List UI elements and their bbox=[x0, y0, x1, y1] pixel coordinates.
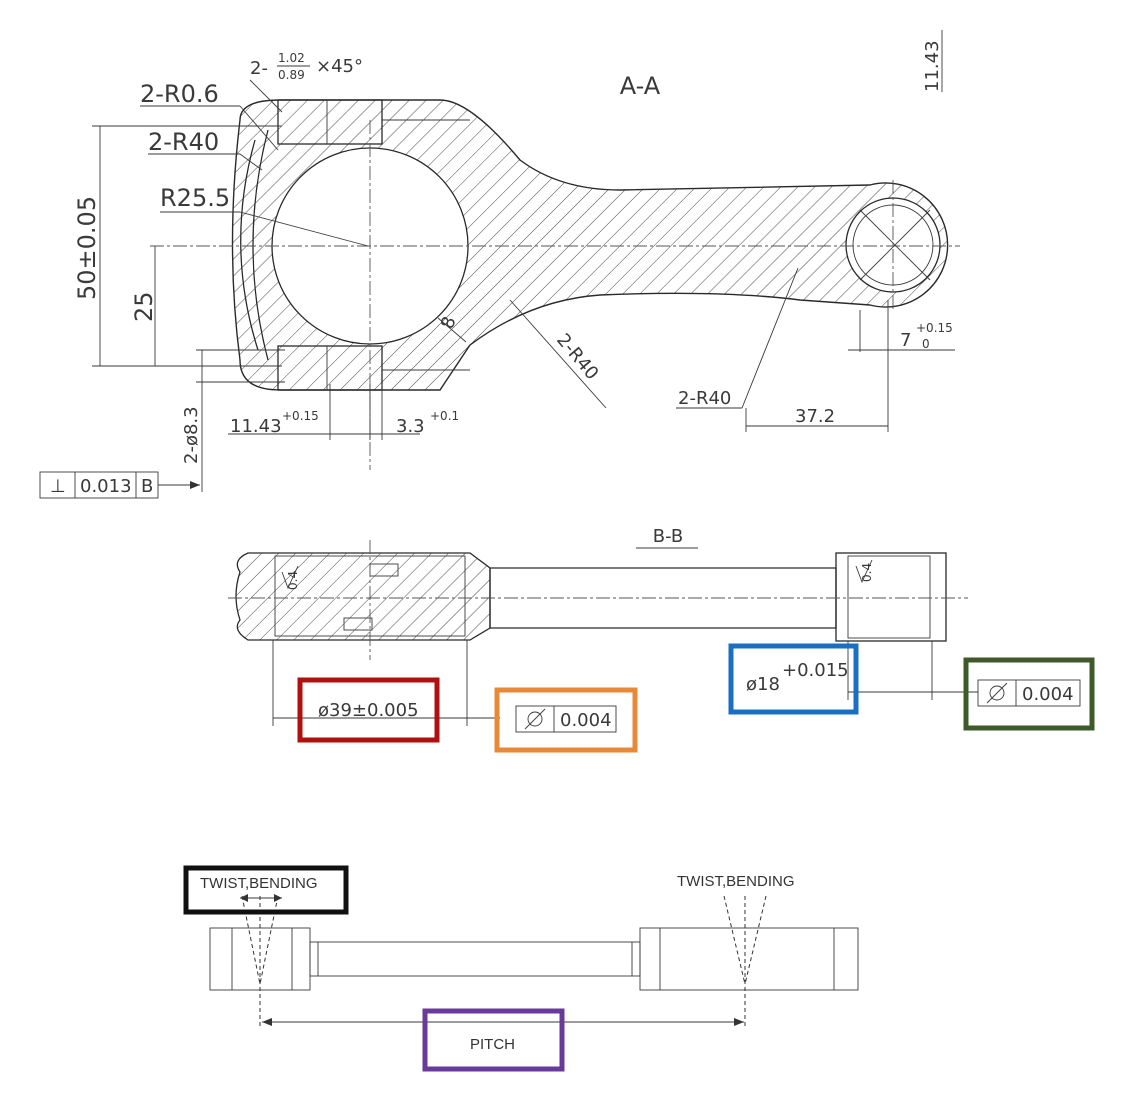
dim-small-bore-base: ø18 bbox=[746, 674, 780, 695]
bolt-slot-top bbox=[277, 99, 383, 145]
highlight-pitch bbox=[422, 1008, 565, 1072]
highlight-small-bore bbox=[728, 643, 859, 715]
dim-top-right: 11.43 bbox=[922, 40, 943, 92]
cyl-small-value: 0.004 bbox=[1022, 684, 1074, 705]
dim-small-end-upper: +0.15 bbox=[916, 321, 953, 335]
dim-bolt-dia: 2-ø8.3 bbox=[181, 406, 202, 464]
dim-r40-left: 2-R40 bbox=[148, 128, 219, 156]
dim-d1143-tol: +0.15 bbox=[282, 409, 319, 423]
chamfer-suffix: ×45° bbox=[316, 56, 363, 77]
roughness-right: 0.4 bbox=[860, 563, 874, 582]
chamfer-upper: 1.02 bbox=[278, 51, 305, 65]
highlight-cyl-small bbox=[963, 657, 1095, 731]
bb-big-end bbox=[235, 552, 491, 641]
dim-half: 25 bbox=[130, 291, 158, 322]
cyl-big-value: 0.004 bbox=[560, 710, 612, 731]
dim-r255: R25.5 bbox=[160, 184, 230, 212]
dim-len-372: 37.2 bbox=[795, 406, 835, 427]
highlight-cyl-big bbox=[494, 687, 638, 753]
dim-d1143-base: 11.43 bbox=[230, 416, 282, 437]
dim-big-bore: ø39±0.005 bbox=[318, 700, 419, 721]
dim-r40-right: 2-R40 bbox=[678, 388, 731, 409]
dim-r06: 2-R0.6 bbox=[140, 80, 219, 108]
side-view: TWIST,BENDING TWIST,BENDING PITCH bbox=[183, 865, 859, 1072]
label-pitch: PITCH bbox=[470, 1036, 515, 1053]
dim-small-end-lower: 0 bbox=[922, 337, 930, 351]
perpendicularity-icon: ⊥ bbox=[50, 476, 66, 497]
fcf-cylindricity-big: 0.004 bbox=[515, 705, 617, 733]
dim-d33-tol: +0.1 bbox=[430, 409, 459, 423]
fcf-left-datum: B bbox=[141, 476, 153, 497]
highlight-big-bore bbox=[297, 677, 440, 743]
dim-small-end-base: 7 bbox=[900, 330, 911, 351]
fcf-perpendicularity: ⊥ 0.013 B bbox=[39, 471, 200, 499]
bb-small-end bbox=[835, 552, 947, 642]
section-aa-view: A-A 11.43 2- 1.02 0.89 ×45° 2-R0 bbox=[39, 30, 960, 499]
label-twist-left: TWIST,BENDING bbox=[200, 875, 318, 892]
highlight-twist-left bbox=[183, 865, 349, 915]
section-bb-view: B-B 0.4 0.4 ø39±0.005 0.004 bbox=[228, 526, 1095, 753]
chamfer-prefix: 2- bbox=[250, 58, 268, 79]
dim-d33-base: 3.3 bbox=[396, 416, 425, 437]
section-aa-title: A-A bbox=[620, 72, 661, 100]
chamfer-lower: 0.89 bbox=[278, 68, 305, 82]
dim-height: 50±0.05 bbox=[73, 196, 101, 300]
label-twist-right: TWIST,BENDING bbox=[677, 873, 795, 890]
fcf-left-value: 0.013 bbox=[80, 476, 132, 497]
section-bb-title: B-B bbox=[653, 526, 684, 547]
fcf-cylindricity-small: 0.004 bbox=[977, 679, 1081, 707]
dim-small-bore-tol: +0.015 bbox=[782, 660, 849, 681]
